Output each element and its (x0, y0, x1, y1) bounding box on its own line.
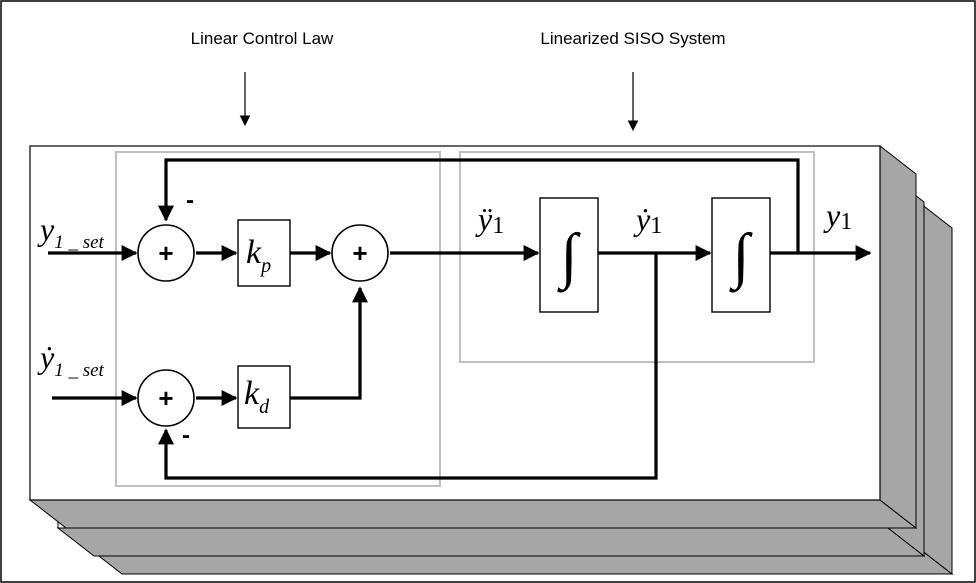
signal-wires (48, 158, 872, 480)
kp-label: kp (246, 234, 271, 277)
kd-to-sum3-wire (290, 286, 368, 400)
position-feedback-wire (158, 158, 800, 253)
integrator-block-1: ∫ (539, 197, 599, 313)
signal-label-y1dot: ẏ1 (633, 201, 662, 239)
plus-sign: + (352, 238, 367, 268)
signal-label-y1-set: y1 _ set (37, 211, 105, 253)
control-law-label: Linear Control Law (191, 29, 334, 48)
summing-junction-position: + (137, 224, 195, 282)
gain-block-kd: kd (237, 365, 291, 429)
integral-icon: ∫ (729, 222, 754, 293)
control-law-frame (115, 151, 441, 487)
minus-sign: - (186, 187, 194, 214)
summing-junction-velocity: + (137, 369, 195, 427)
plus-sign: + (158, 238, 173, 268)
siso-system-label: Linearized SISO System (540, 29, 725, 48)
signal-label-y1dot-set: ẏ1 _ set (37, 339, 105, 381)
signal-label-y1: y1 (823, 197, 852, 235)
plus-sign: + (158, 383, 173, 413)
siso-system-frame (459, 151, 815, 363)
velocity-feedback-wire (158, 253, 658, 480)
kd-label: kd (244, 375, 270, 418)
summing-junction-output: + (331, 224, 389, 282)
minus-sign: - (182, 422, 190, 449)
integrator-block-2: ∫ (711, 197, 771, 313)
signal-label-y1ddot: ÿ1 (475, 201, 504, 239)
gain-block-kp: kp (237, 219, 291, 287)
integral-icon: ∫ (557, 222, 582, 293)
